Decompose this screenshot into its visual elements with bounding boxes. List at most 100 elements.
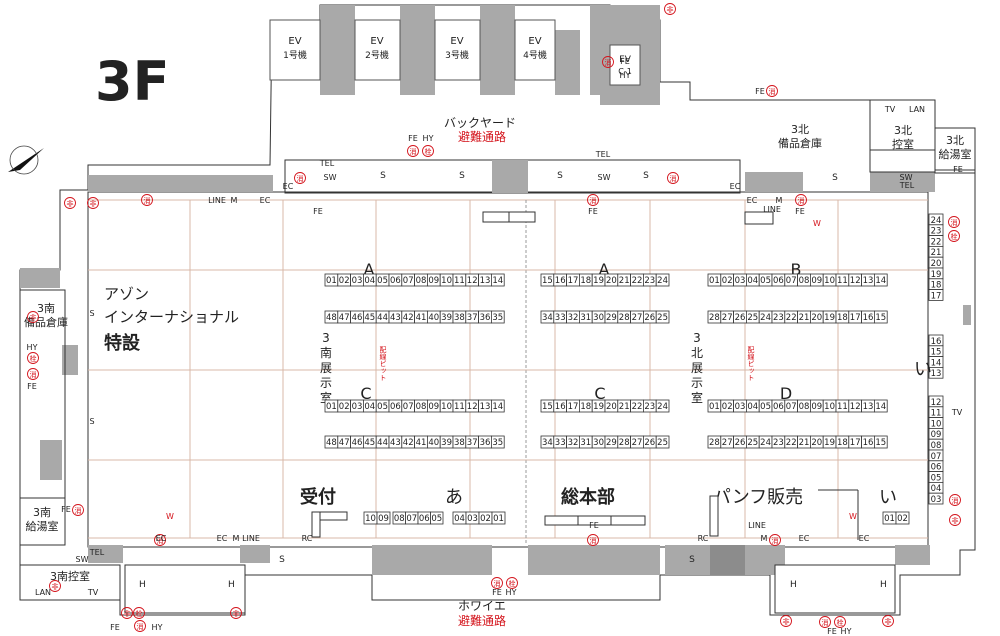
svg-text:非: 非 [885, 617, 892, 626]
booth-number: 23 [773, 313, 784, 323]
booth-number: 18 [837, 313, 848, 323]
s-label: S [689, 555, 695, 565]
booth-number: 04 [747, 276, 758, 286]
emergency-exit-icon: 非 [87, 197, 99, 209]
svg-text:C: C [360, 384, 371, 403]
booth-cell[interactable] [490, 399, 505, 413]
backyard-label: バックヤード [444, 116, 516, 130]
booth-number: 11 [454, 276, 465, 286]
booth-number: 03 [735, 402, 746, 412]
booth-number: 17 [931, 291, 942, 301]
booth-cell[interactable] [491, 511, 506, 525]
fe-label: FE [755, 87, 765, 96]
svg-text:消: 消 [769, 87, 776, 96]
svg-text:消: 消 [494, 579, 501, 588]
booth-number: 28 [619, 438, 630, 448]
booth-cell[interactable] [874, 310, 888, 324]
booth-number: 42 [403, 438, 414, 448]
sw-label: SW [324, 173, 337, 182]
svg-text:C-1: C-1 [618, 67, 632, 76]
booth-number: 16 [555, 402, 566, 412]
north-control-line1: 3北 [894, 124, 912, 137]
emergency-exit-icon: 非 [27, 311, 39, 323]
booth-cell[interactable] [874, 273, 888, 287]
booth-number: 24 [931, 216, 942, 226]
fire-extinguisher-icon: 消 [819, 616, 831, 628]
booth-number: 14 [492, 276, 503, 286]
booth-number: 03 [352, 276, 363, 286]
north-kitchen-line2: 給湯室 [939, 147, 972, 161]
booth-number: 21 [619, 276, 630, 286]
fe-label: FE [589, 521, 599, 530]
booth-number: 24 [657, 402, 668, 412]
booth-number: 42 [403, 313, 414, 323]
booth-cell[interactable] [655, 435, 670, 449]
south-storage-line2: 備品倉庫 [24, 315, 68, 329]
booth-cell[interactable] [430, 511, 444, 525]
wiring-pit-north: 配線ピット [747, 346, 755, 381]
south-kitchen-line1: 3南 [33, 506, 51, 519]
exhibitor-line1: アゾン [104, 285, 149, 303]
tel-label: TEL [89, 548, 105, 557]
booth-number: 32 [568, 438, 579, 448]
svg-text:消: 消 [144, 196, 151, 205]
fe-label: FE [110, 623, 120, 632]
booth-cell[interactable] [655, 273, 670, 287]
fire-extinguisher-icon: 消 [766, 85, 778, 97]
booth-cell[interactable] [490, 435, 505, 449]
svg-text:H: H [139, 580, 146, 590]
svg-text:消: 消 [297, 174, 304, 183]
booth-number: 06 [773, 402, 784, 412]
booth-number: 25 [657, 313, 668, 323]
booth-number: 13 [931, 369, 942, 379]
booth-number: 33 [555, 438, 566, 448]
booth-cell[interactable] [874, 435, 888, 449]
zone-labels: 受付 あ 総本部 パンフ販売 い い [300, 359, 932, 508]
booth-number: 22 [632, 276, 643, 286]
booth-cell[interactable] [490, 273, 505, 287]
svg-text:示: 示 [691, 376, 703, 390]
booth-number: 20 [811, 313, 822, 323]
emergency-exit-icon: 非 [949, 514, 961, 526]
booth-cell[interactable] [874, 399, 888, 413]
booth-number: 07 [931, 452, 942, 462]
booth-number: 25 [657, 438, 668, 448]
booth-cell[interactable] [928, 289, 944, 301]
booth-cell[interactable] [928, 492, 944, 505]
booth-cell[interactable] [655, 399, 670, 413]
booth-number: 48 [326, 438, 337, 448]
booth-number: 02 [722, 276, 733, 286]
booth-number: 06 [390, 276, 401, 286]
booth-number: 01 [709, 402, 720, 412]
fire-hydrant-icon: 栓 [948, 230, 960, 242]
booth-cell[interactable] [655, 310, 670, 324]
ec-label: EC [283, 182, 294, 191]
rc-label: RC [698, 534, 709, 543]
svg-text:消: 消 [670, 174, 677, 183]
tv-label: TV [884, 105, 896, 114]
booth-number: 26 [735, 438, 746, 448]
booth-number: 04 [454, 514, 465, 524]
svg-text:A: A [599, 260, 610, 279]
w-label: W [166, 512, 174, 521]
fire-extinguisher-icon: 消 [587, 534, 599, 546]
booth-number: 44 [377, 438, 388, 448]
booth-number: 31 [580, 438, 591, 448]
booth-cell[interactable] [490, 310, 505, 324]
booth-number: 07 [786, 276, 797, 286]
booth-number: 10 [824, 276, 835, 286]
booth-cell[interactable] [895, 511, 910, 525]
fire-hydrant-icon: 栓 [27, 352, 39, 364]
booth-number: 10 [824, 402, 835, 412]
booth-cell[interactable] [928, 366, 944, 379]
svg-text:展: 展 [691, 361, 703, 375]
booth-cell[interactable] [376, 511, 391, 525]
reception-label: 受付 [300, 486, 336, 508]
booth-number: 24 [760, 438, 771, 448]
ec-label: EC [156, 534, 167, 543]
fe-label: FE [313, 207, 323, 216]
booth-number: 23 [644, 402, 655, 412]
